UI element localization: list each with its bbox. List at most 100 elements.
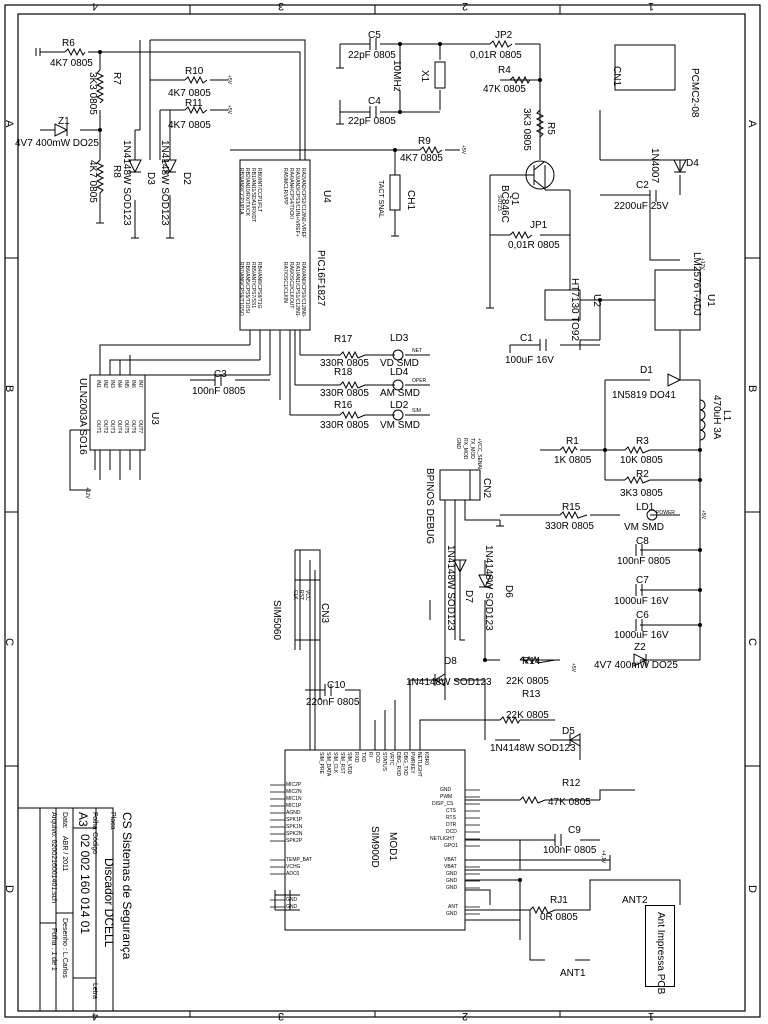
r2-ref: R2 bbox=[636, 469, 649, 480]
mod1-pin-label: SIM_VDD bbox=[346, 752, 352, 775]
u4-pin-label: RA3/AN3/CPS3/C1IN+/VREF+ bbox=[294, 168, 300, 237]
u3-pin-label: OUT4 bbox=[116, 420, 122, 434]
r10-ref: R10 bbox=[185, 66, 204, 77]
row-label: C bbox=[3, 638, 15, 646]
r13-body bbox=[499, 715, 521, 725]
mod1-pin-label: PWRKEY bbox=[409, 752, 415, 774]
ld4-body bbox=[392, 379, 404, 391]
mod1-pin-label: SIM_RST bbox=[339, 752, 345, 774]
u2-ref: U2 bbox=[591, 294, 602, 307]
wires bbox=[40, 39, 701, 961]
jp1-ref: JP1 bbox=[530, 220, 548, 231]
r5-body bbox=[535, 109, 545, 138]
r13-value: 22K 0805 bbox=[506, 710, 549, 721]
d5-ref: D5 bbox=[562, 726, 575, 737]
u4-value: PIC16F1827 bbox=[315, 250, 326, 307]
ch1-ref: CH1 bbox=[405, 190, 416, 211]
c7-ref: C7 bbox=[636, 575, 649, 586]
d6-ref: D6 bbox=[503, 585, 514, 598]
r15-value: 330R 0805 bbox=[545, 521, 594, 532]
rail-label: +5V bbox=[460, 145, 466, 155]
d4-ref: D4 bbox=[686, 158, 699, 169]
r12-body bbox=[519, 795, 546, 805]
r5-ref: R5 bbox=[545, 122, 556, 135]
u3-pin-label: OUT7 bbox=[137, 420, 143, 434]
u4-pin-label: RB0/INT/CCP1/FLT bbox=[256, 168, 262, 212]
col-label: 1 bbox=[648, 1010, 655, 1022]
d2-value: 1N4148W SOD123 bbox=[159, 140, 170, 226]
c2-ref: C2 bbox=[636, 180, 649, 191]
u3-ref: U3 bbox=[149, 412, 160, 425]
u3-pin-label: OUT3 bbox=[109, 420, 115, 434]
rail-label: +5V bbox=[700, 510, 706, 520]
u4-ref: U4 bbox=[321, 190, 332, 203]
col-label: 2 bbox=[462, 1010, 469, 1022]
cn2-value: BPINOS DEBUG bbox=[424, 468, 435, 545]
ch1-value: TACT SNAL bbox=[377, 180, 384, 218]
mod1-pin-label: GND bbox=[440, 787, 452, 793]
r18-body bbox=[339, 380, 366, 390]
d4-value: 1N4007 bbox=[649, 148, 660, 184]
c6-body bbox=[635, 619, 643, 631]
mod1-pin-label: GPO1 bbox=[444, 843, 458, 849]
mod1-pin-label: RXD bbox=[353, 752, 359, 763]
rail-label: +12V bbox=[699, 258, 705, 270]
x1-body bbox=[434, 61, 446, 89]
u4-pin-label: RB1/AN11/SDA1/RX/DT bbox=[250, 168, 256, 223]
mod1-pin-label: SPK2N bbox=[286, 831, 303, 837]
c2-body bbox=[649, 190, 657, 202]
u3-pin-label: OUT6 bbox=[130, 420, 136, 434]
ld1-net: POWER bbox=[656, 510, 675, 516]
r13-ref: R13 bbox=[522, 689, 541, 700]
r1-ref: R1 bbox=[566, 436, 579, 447]
d5-value: 1N4148W SOD123 bbox=[490, 743, 576, 754]
z2-value: 4V7 400mW DO25 bbox=[594, 660, 678, 671]
cn1-ref: CN1 bbox=[611, 66, 622, 87]
u3-value: ULN2003A SO16 bbox=[77, 378, 88, 455]
u4-pin-label: RB7/AN6/CPS6/T1OSO bbox=[238, 262, 244, 316]
d3-ref: D3 bbox=[145, 172, 156, 185]
row-label: C bbox=[746, 638, 758, 646]
x1-value: 10MHz bbox=[391, 60, 402, 92]
r2-value: 3K3 0805 bbox=[620, 488, 663, 499]
rail-label: +5V bbox=[226, 75, 232, 85]
u4-pin-label: RA1/AN1/CPS1/C12IN1- bbox=[294, 262, 300, 318]
ld3-value: VD SMD bbox=[380, 358, 419, 369]
r16-body bbox=[339, 410, 366, 420]
c6-ref: C6 bbox=[636, 610, 649, 621]
r18-ref: R18 bbox=[334, 367, 353, 378]
row-label: A bbox=[746, 120, 758, 128]
r5-value: 3K3 0805 bbox=[521, 108, 532, 151]
r7-body bbox=[95, 69, 105, 104]
mod1-pin-label: ANT bbox=[448, 904, 458, 910]
u3-pin-label: IN5 bbox=[123, 380, 129, 388]
u3-pin-label: OUT1 bbox=[95, 420, 101, 434]
r2-body bbox=[624, 475, 651, 485]
u4-pin-label: RA4/AN4/CPS4/T0CKI bbox=[288, 168, 294, 219]
jp1-value: 0,01R 0805 bbox=[508, 240, 560, 251]
r18-value: 330R 0805 bbox=[320, 388, 369, 399]
r3-ref: R3 bbox=[636, 436, 649, 447]
c5-ref: C5 bbox=[368, 30, 381, 41]
mod1-pin-label: AGND bbox=[286, 810, 301, 816]
mod1-pin-label: DCD bbox=[446, 829, 457, 835]
mod1-pin-label: SIM_DATA bbox=[325, 752, 331, 777]
row-label: B bbox=[3, 385, 15, 393]
d6-value: 1N4148W SOD123 bbox=[483, 545, 494, 631]
grounds bbox=[35, 48, 511, 910]
ant-pcb-box bbox=[645, 905, 675, 987]
mod1-pin-label: RI bbox=[367, 752, 373, 757]
mod1-pin-label: SIM_PRE bbox=[318, 752, 324, 774]
r17-body bbox=[339, 350, 366, 360]
c8-value: 100nF 0805 bbox=[617, 556, 671, 567]
r4-ref: R4 bbox=[498, 65, 511, 76]
r4-body bbox=[509, 75, 531, 85]
r11-ref: R11 bbox=[185, 98, 203, 109]
col-label: 4 bbox=[92, 0, 99, 12]
d8-ref: D8 bbox=[444, 656, 457, 667]
r6-value: 4K7 0805 bbox=[50, 58, 93, 69]
d8-body bbox=[434, 673, 446, 687]
c6-value: 1000uF 16V bbox=[614, 630, 669, 641]
rail-label: +5V bbox=[226, 105, 232, 115]
